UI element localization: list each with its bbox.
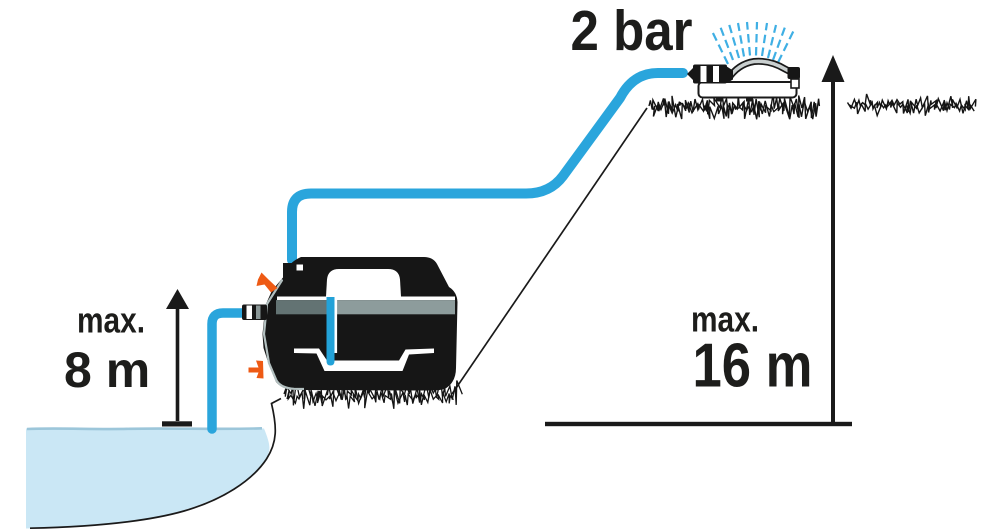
svg-text:2 bar: 2 bar: [571, 0, 693, 63]
svg-text:max.: max.: [691, 299, 759, 340]
svg-text:16 m: 16 m: [693, 332, 813, 401]
svg-text:max.: max.: [77, 300, 145, 341]
svg-text:8 m: 8 m: [64, 342, 150, 398]
